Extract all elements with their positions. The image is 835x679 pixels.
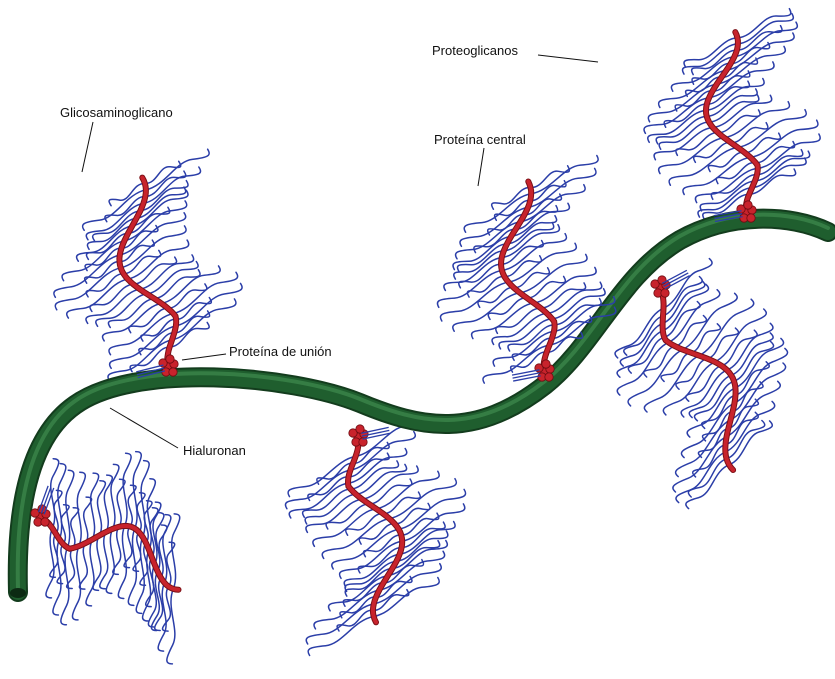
gag-chain <box>699 299 754 355</box>
gag-chain <box>757 150 803 175</box>
gag-chain <box>531 156 598 194</box>
gag-chain <box>620 323 662 366</box>
gag-chain <box>362 466 418 499</box>
gag-chain <box>453 293 520 331</box>
gag-chain <box>731 363 786 420</box>
link-protein <box>651 276 670 297</box>
gag-chain <box>306 499 362 532</box>
gag-chain <box>161 266 220 304</box>
gag-chain <box>644 346 675 377</box>
leader-line <box>538 55 598 62</box>
gag-chain <box>136 537 144 613</box>
gag-chain <box>71 508 79 548</box>
gag-chain <box>459 264 501 288</box>
leader-line <box>182 354 226 360</box>
gag-chain <box>62 241 124 281</box>
leader-line <box>110 408 178 448</box>
gag-chain <box>123 453 131 526</box>
gag-chain <box>168 284 207 308</box>
gag-chain <box>109 183 145 205</box>
gag-chain <box>735 338 783 387</box>
leader-line <box>478 148 484 186</box>
gag-chain <box>376 471 439 509</box>
gag-chain <box>326 504 369 529</box>
gag-chain <box>172 299 236 340</box>
gag-chain <box>402 504 465 541</box>
link-protein-sphere <box>545 373 553 381</box>
gag-chain <box>306 604 374 644</box>
gag-chain <box>713 95 772 127</box>
gag-chain <box>628 350 683 406</box>
link-protein-sphere <box>661 289 669 297</box>
gag-chain <box>172 514 180 589</box>
gag-chain <box>758 134 820 168</box>
gag-chain <box>176 283 242 326</box>
link-bar <box>662 270 687 283</box>
gag-chain <box>492 187 531 209</box>
gag-chain <box>159 525 167 578</box>
gag-chain <box>734 22 797 57</box>
label-proteina-central: Proteína central <box>434 133 526 146</box>
label-hialuronan: Hialuronan <box>183 444 246 457</box>
link-protein-sphere <box>747 214 755 222</box>
gag-chain-cluster <box>46 452 180 664</box>
gag-chain <box>654 128 713 160</box>
gag-chain <box>676 452 725 503</box>
gag-chain <box>140 255 194 289</box>
gag-chain-cluster <box>615 259 788 509</box>
gag-chain <box>624 316 663 355</box>
gag-chain <box>534 267 596 303</box>
gag-chain-cluster <box>644 9 820 220</box>
link-protein-sphere <box>356 425 364 433</box>
gag-chain <box>615 308 664 358</box>
gag-chain <box>724 102 789 138</box>
link-protein-sphere <box>542 360 550 368</box>
link-bar <box>513 373 540 378</box>
gag-chain <box>61 505 69 544</box>
gag-chain <box>97 481 105 536</box>
link-protein-sphere <box>166 355 174 363</box>
link-protein-sphere <box>169 368 177 376</box>
gag-chain <box>718 110 760 133</box>
gag-chain <box>167 542 175 586</box>
leader-line <box>82 122 93 172</box>
gag-chain <box>128 485 136 526</box>
label-proteina-de-union: Proteína de unión <box>229 345 332 358</box>
gag-chain <box>308 617 374 656</box>
gag-chain <box>58 464 66 540</box>
gag-chain <box>308 477 349 501</box>
gag-chain <box>659 138 724 174</box>
gag-chain <box>77 472 85 546</box>
gag-chain <box>313 509 376 547</box>
gag-chain <box>669 147 738 185</box>
gag-chain <box>676 133 718 156</box>
link-bar <box>512 370 539 375</box>
gag-chain <box>617 342 668 395</box>
gag-chain <box>133 532 141 571</box>
gag-chain <box>729 421 772 465</box>
link-protein-sphere <box>41 518 49 526</box>
label-proteoglicanos: Proteoglicanos <box>432 44 518 57</box>
hyaluronan-end-cap <box>10 588 26 598</box>
gag-chain <box>79 543 87 589</box>
gag-chain <box>737 26 782 51</box>
gag-chain <box>737 9 790 38</box>
gag-chain <box>46 528 54 598</box>
label-glicosaminoglicano: Glicosaminoglicano <box>60 106 173 119</box>
gag-chain <box>100 532 108 589</box>
gag-chain <box>72 546 80 620</box>
gag-chain <box>541 283 586 308</box>
gag-chain <box>738 14 793 44</box>
gag-chain <box>66 470 74 547</box>
gag-chain <box>547 282 602 313</box>
link-protein-sphere <box>744 201 752 209</box>
gag-chain <box>96 294 147 326</box>
gag-chain <box>471 303 533 339</box>
